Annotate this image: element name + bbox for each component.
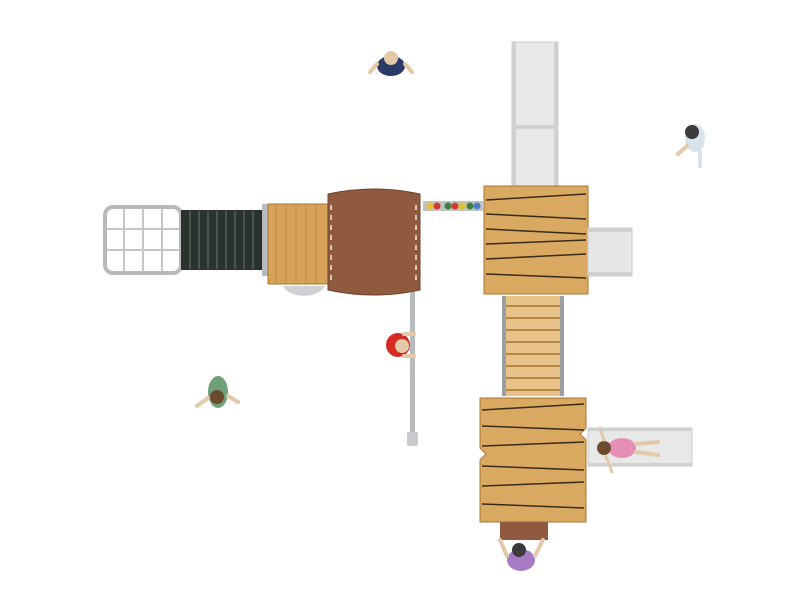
fireman-pole [407, 292, 418, 446]
climbing-net [103, 205, 183, 275]
roof-canopy [327, 188, 421, 296]
abacus-panel [423, 201, 483, 211]
rope-bridge [502, 296, 564, 396]
square-tower-deck [483, 185, 589, 295]
child-top-center [368, 51, 414, 76]
child-left [195, 376, 240, 408]
wooden-deck [267, 203, 329, 296]
bottom-slide [500, 522, 548, 540]
child-pole [386, 332, 416, 358]
child-slide [597, 426, 660, 474]
child-top-right [676, 124, 705, 168]
top-slide [511, 41, 559, 191]
child-bottom [498, 538, 545, 571]
crawl-tunnel [181, 204, 270, 276]
lower-tower-deck [479, 397, 587, 523]
wave-slide [587, 227, 633, 277]
